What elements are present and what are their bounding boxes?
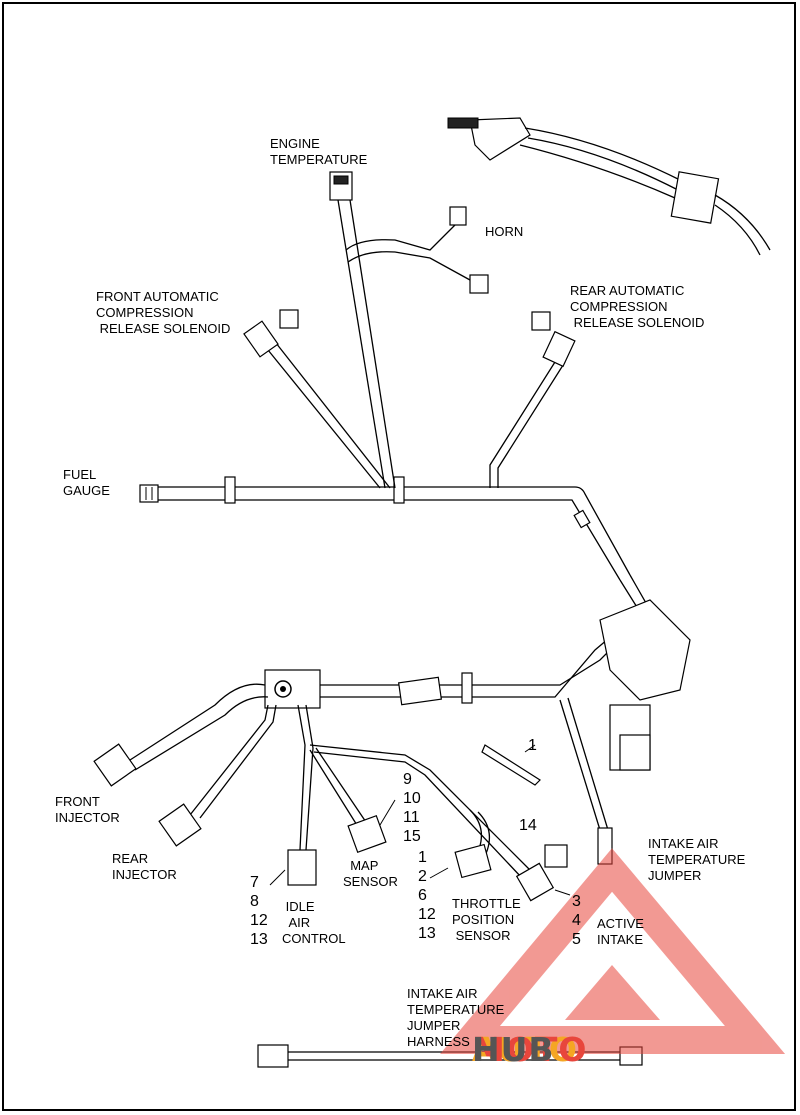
label-map-sensor: MAP SENSOR [343, 858, 398, 889]
rear-acr-connector [542, 330, 576, 368]
rear-acr-branch [489, 311, 576, 488]
sensor-branches [287, 697, 613, 902]
rear-injector-connector [158, 803, 202, 847]
label-intake-air-temp-jumper: INTAKE AIR TEMPERATURE JUMPER [648, 836, 746, 883]
front-acr-cap [279, 309, 299, 329]
loose-parts [481, 744, 568, 868]
watermark-hub: HUB [472, 1030, 555, 1069]
watermark-moto: MOTO [472, 1030, 588, 1069]
rear-acr-cap [531, 311, 551, 331]
callout-1: 1 [528, 737, 537, 754]
active-intake-connector [515, 862, 555, 902]
callout-group-tps: 1 2 6 12 13 [418, 849, 436, 942]
label-active-intake: ACTIVE INTAKE [597, 916, 644, 947]
label-fuel-gauge: FUEL GAUGE [63, 467, 110, 498]
lower-trunk-clip [461, 672, 473, 704]
idle-air-control-connector [287, 849, 317, 886]
label-engine-temperature: ENGINE TEMPERATURE [270, 136, 368, 167]
callout-group-map: 9 10 11 15 [403, 771, 421, 845]
front-acr-branch [243, 309, 391, 489]
main-trunk [139, 476, 631, 581]
label-idle-air-control: IDLE AIR CONTROL [282, 899, 346, 946]
leader-lines [269, 744, 571, 896]
watermark-logo [440, 848, 786, 1054]
throttle-position-connector [454, 843, 492, 879]
callout-group-active: 3 4 5 [572, 893, 581, 948]
harness-sleeve [397, 676, 443, 706]
top-main-connector [447, 117, 771, 256]
label-intake-air-temp-jumper-harness: INTAKE AIR TEMPERATURE JUMPER HARNESS [407, 986, 505, 1049]
injector-branches [93, 683, 277, 847]
label-front-injector: FRONT INJECTOR [55, 794, 120, 825]
callout-14: 14 [519, 817, 537, 834]
trunk-clip [573, 509, 591, 529]
cable-tie [481, 744, 541, 786]
harness-junction-block [264, 669, 321, 709]
front-acr-connector [243, 320, 279, 358]
seal-cap [544, 844, 568, 868]
label-rear-acr: REAR AUTOMATIC COMPRESSION RELEASE SOLEN… [570, 283, 705, 330]
lower-trunk [264, 574, 691, 771]
jumper-harness-connector-left [257, 1044, 289, 1068]
horn-connector [449, 206, 467, 226]
trunk-clip [224, 476, 236, 504]
horn-connector [469, 274, 489, 294]
trunk-clip [393, 476, 405, 504]
callout-group-iac: 7 8 12 13 [250, 874, 268, 948]
label-rear-injector: REAR INJECTOR [112, 851, 177, 882]
watermark-auto: AUTO [472, 1030, 578, 1069]
label-throttle-position-sensor: THROTTLE POSITION SENSOR [452, 896, 521, 943]
label-horn: HORN [485, 224, 524, 239]
map-sensor-connector [347, 814, 387, 854]
front-injector-connector [93, 743, 137, 787]
main-ecm-connector [599, 599, 691, 701]
label-front-acr: FRONT AUTOMATIC COMPRESSION RELEASE SOLE… [96, 289, 231, 336]
engine-temperature-branch [329, 171, 489, 489]
fuel-gauge-connector [139, 484, 159, 503]
